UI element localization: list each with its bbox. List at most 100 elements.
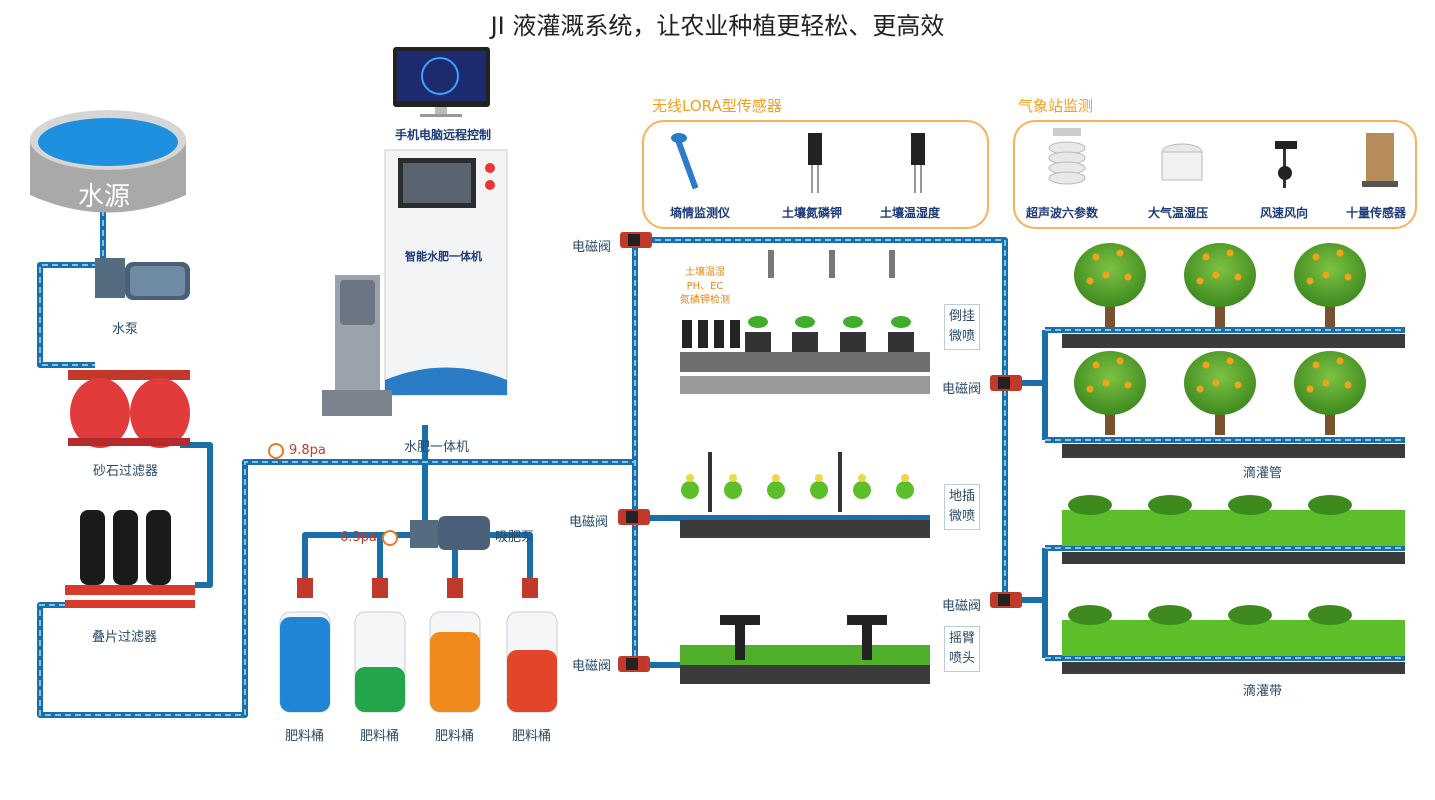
- fruit: [1196, 277, 1204, 285]
- fruit: [1234, 381, 1242, 389]
- fruit: [1312, 253, 1320, 261]
- tank-label-3: 肥料桶: [435, 729, 475, 744]
- fertigation-machine-icon: [322, 149, 508, 416]
- sensor-label-2: 土壤氮磷钾: [782, 206, 843, 220]
- rocker-sprinkler-label: 摇臂 喷头: [944, 626, 981, 672]
- sand-filter-label: 砂石过滤器: [93, 464, 159, 479]
- tree-crown: [1184, 351, 1256, 415]
- tree-crown: [1294, 351, 1366, 415]
- fertilizer-level: [507, 650, 557, 712]
- sand-filter-icon: [68, 370, 190, 448]
- soil-temp-humidity-sensor-icon: [908, 133, 928, 193]
- fruit: [1226, 249, 1234, 257]
- gauge-icon: [268, 443, 284, 459]
- fruit: [1202, 361, 1210, 369]
- wind-sensor-icon: [1265, 133, 1305, 193]
- valve-label: 电磁阀: [942, 382, 982, 397]
- pump-label: 水泵: [112, 322, 139, 337]
- tank-label-1: 肥料桶: [285, 729, 325, 744]
- weather-label-3: 风速风向: [1260, 206, 1309, 220]
- rocker-zone: [680, 615, 930, 684]
- tank-label-2: 肥料桶: [360, 729, 400, 744]
- remote-control-label: 手机电脑远程控制: [395, 128, 492, 142]
- weather-label-1: 超声波六参数: [1026, 206, 1099, 220]
- fruit: [1322, 379, 1330, 387]
- lora-sensors-title: 无线LORA型传感器: [652, 97, 782, 115]
- fruit: [1344, 273, 1352, 281]
- fruit: [1306, 277, 1314, 285]
- weather-label-4: 十量传感器: [1346, 206, 1407, 220]
- fruit: [1212, 271, 1220, 279]
- npk-sensor-icon: [805, 133, 825, 193]
- fruit: [1086, 277, 1094, 285]
- tank-label-4: 肥料桶: [512, 729, 552, 744]
- fertilizer-level: [355, 667, 405, 712]
- atmospheric-sensor-icon: [1158, 140, 1206, 190]
- soil-moisture-probe-icon: [665, 130, 715, 190]
- tree-crown: [1074, 351, 1146, 415]
- drip-tape-grass: [1062, 495, 1405, 674]
- main-pressure-label: 9.8pa: [289, 443, 326, 458]
- disc-filter-icon: [65, 510, 195, 608]
- fertilizer-level: [280, 617, 330, 712]
- fruit: [1226, 357, 1234, 365]
- fruit: [1336, 357, 1344, 365]
- valve-label: 电磁阀: [569, 515, 609, 530]
- page-title: JI 液灌溉系统，让农业种植更轻松、更高效: [490, 12, 945, 40]
- water-pump-icon: [95, 258, 190, 300]
- drip-tape-label: 滴灌带: [1243, 684, 1283, 699]
- fruit: [1102, 379, 1110, 387]
- fertilizer-tanks: [279, 611, 558, 713]
- fruit: [1212, 379, 1220, 387]
- tree-crown: [1074, 243, 1146, 307]
- fruit: [1102, 271, 1110, 279]
- rain-gauge-icon: [1360, 133, 1400, 193]
- hanging-sensor-note: 土壤温湿 PH、EC 氮磷钾检测: [680, 267, 730, 306]
- suction-pump-label: 吸肥泵: [495, 530, 535, 545]
- fruit: [1092, 253, 1100, 261]
- fruit: [1336, 249, 1344, 257]
- fruit: [1124, 381, 1132, 389]
- suction-pump-icon: [410, 516, 490, 550]
- water-source-label: 水源: [78, 182, 131, 212]
- hanging-zone: [680, 250, 930, 394]
- fruit: [1086, 385, 1094, 393]
- suction-pressure-label: 6.3pa: [340, 530, 377, 545]
- fruit: [1124, 273, 1132, 281]
- ultrasonic-station-icon: [1043, 128, 1091, 194]
- weather-station-box: [1013, 120, 1417, 229]
- fruit: [1202, 253, 1210, 261]
- ground-zone: [680, 452, 930, 538]
- fruit: [1312, 361, 1320, 369]
- valve-label: 电磁阀: [942, 599, 982, 614]
- fertilizer-level: [430, 632, 480, 712]
- drip-pipe-label: 滴灌管: [1243, 466, 1283, 481]
- machine-panel-text: 智能水肥一体机: [405, 250, 482, 263]
- sensor-label-1: 墒情监测仪: [670, 206, 731, 220]
- water-tank-icon: [30, 110, 186, 213]
- weather-label-2: 大气温湿压: [1148, 206, 1209, 220]
- tree-crown: [1294, 243, 1366, 307]
- ground-microspray-label: 地插 微喷: [944, 484, 981, 530]
- valve-label: 电磁阀: [572, 659, 612, 674]
- fruit: [1306, 385, 1314, 393]
- weather-station-title: 气象站监测: [1018, 97, 1094, 115]
- fruit: [1322, 271, 1330, 279]
- gauge-icon: [382, 530, 398, 546]
- sensor-label-3: 土壤温湿度: [880, 206, 941, 220]
- fruit: [1116, 357, 1124, 365]
- fruit: [1344, 381, 1352, 389]
- tree-crown: [1184, 243, 1256, 307]
- solenoid-valves: [618, 232, 1022, 672]
- fruit: [1234, 273, 1242, 281]
- valve-label: 电磁阀: [572, 240, 612, 255]
- fruit: [1116, 249, 1124, 257]
- fruit: [1092, 361, 1100, 369]
- hanging-microspray-label: 倒挂 微喷: [944, 304, 981, 350]
- monitor-icon: [393, 47, 490, 117]
- fruit: [1196, 385, 1204, 393]
- fruit-trees: [1074, 243, 1366, 435]
- fertigation-machine-label: 水肥一体机: [404, 440, 470, 455]
- disc-filter-label: 叠片过滤器: [92, 630, 158, 645]
